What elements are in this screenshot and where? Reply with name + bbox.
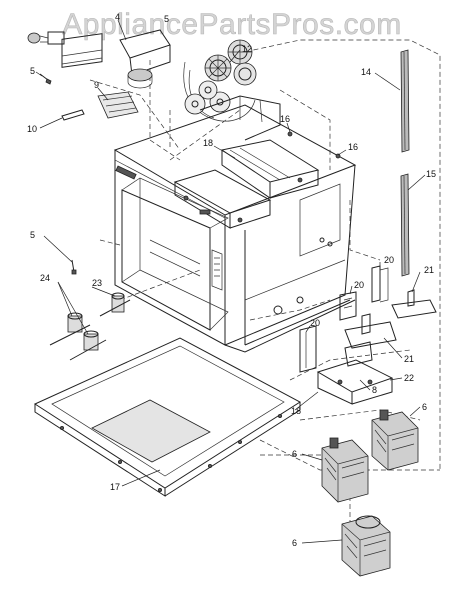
gear-icon [204, 54, 232, 82]
callout-17: 17 [110, 482, 120, 492]
part-21-bracket-b [344, 313, 397, 349]
part-9-plate [97, 91, 139, 119]
part-6-magnetron-right [371, 409, 419, 471]
callout-8: 8 [372, 385, 377, 395]
callout-22: 22 [404, 373, 414, 383]
part-18-upper-box [220, 139, 320, 199]
callout-4: 4 [115, 12, 120, 22]
part-8-bracket [344, 341, 373, 367]
callout-16-b: 16 [348, 142, 358, 152]
callout-15: 15 [426, 169, 436, 179]
callout-5-mid: 5 [30, 230, 35, 240]
callout-18-bottom: 18 [291, 406, 301, 416]
part-22-plate [316, 359, 394, 405]
oven-cavity-frame [113, 95, 357, 353]
part-20-bracket-c [299, 325, 317, 373]
part-6-magnetron-bottom [341, 515, 391, 577]
part-21-bracket-a [391, 289, 437, 319]
callout-20-b: 20 [354, 280, 364, 290]
part-5-motor-top [119, 29, 171, 89]
part-14-strip [400, 49, 410, 153]
gear-icon [233, 62, 257, 86]
gear-icon [227, 39, 253, 65]
part-15-strip [400, 173, 410, 277]
part-24-switch-b [69, 330, 107, 361]
callout-numbers: 4 5 5 9 10 12 14 15 16 16 18 18 20 20 20… [27, 12, 436, 548]
callout-18-top: 18 [203, 138, 213, 148]
callout-20-c: 20 [310, 318, 320, 328]
callout-6-right: 6 [422, 402, 427, 412]
callout-14: 14 [361, 67, 371, 77]
callout-16-a: 16 [280, 114, 290, 124]
watermark-text: AppliancePartsPros.com [62, 8, 401, 41]
leader-17 [121, 469, 161, 487]
callout-5-top: 5 [164, 14, 169, 24]
part-17-bottom-tray [33, 337, 301, 497]
callout-5-left: 5 [30, 66, 35, 76]
part-5-screw-left [39, 73, 52, 85]
callout-20-a: 20 [384, 255, 394, 265]
part-24-switch-a [49, 312, 91, 346]
part-4-motor [27, 31, 103, 68]
callout-23: 23 [92, 278, 102, 288]
callout-10: 10 [27, 124, 37, 134]
part-20-bracket-a [371, 265, 389, 303]
part-10-strip [61, 109, 85, 121]
part-5-screw-mid [71, 259, 77, 275]
callout-12: 12 [242, 44, 252, 54]
callout-9: 9 [94, 80, 99, 90]
callout-24: 24 [40, 273, 50, 283]
part-16-screws [287, 131, 341, 159]
part-20-bracket-b [339, 291, 357, 321]
part-23-switch [99, 292, 131, 317]
callout-6-middle: 6 [292, 449, 297, 459]
leader-lines [35, 19, 426, 544]
callout-21-a: 21 [424, 265, 434, 275]
part-18-lower-box [173, 169, 272, 229]
part-6-magnetron-middle [321, 437, 369, 503]
part-12-stirrer-assembly [183, 39, 257, 122]
callout-21-b: 21 [404, 354, 414, 364]
callout-6-bottom: 6 [292, 538, 297, 548]
